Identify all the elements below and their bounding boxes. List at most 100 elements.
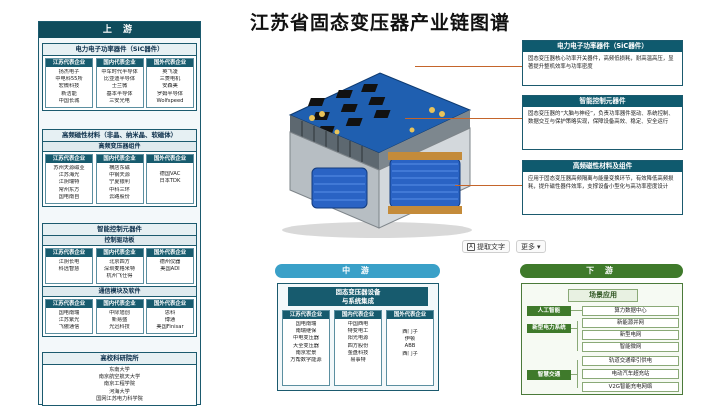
midstream-title-line: 固态变压器设备 xyxy=(335,288,381,296)
company-name: 中电科55所 xyxy=(55,76,83,83)
company-column: 国内代表企业 中车时代半导体 比亚迪半导体 士兰微 基本半导体 三安光电 xyxy=(95,58,144,109)
company-name: 中钢天源 xyxy=(109,172,130,179)
connector-line xyxy=(571,328,577,329)
page-title: 江苏省固态变压器产业链图谱 xyxy=(249,12,510,34)
company-name: 南瑞继保 xyxy=(295,328,317,335)
company-column: 国外代表企业 思科 博通 美国Finisar xyxy=(146,298,194,335)
company-name: 英飞凌 xyxy=(162,69,178,75)
extract-text-label: 提取文字 xyxy=(477,242,505,251)
university-name: 东南大学 xyxy=(109,367,130,373)
downstream-panel: 场景应用 人工智能 新型电力系统 智慧交通 算力数据中心 新能源并网 新型电网 … xyxy=(521,283,683,395)
column-header: 江苏代表企业 xyxy=(283,311,329,319)
university-name: 河海大学 xyxy=(109,388,130,395)
company-name: 四方股份 xyxy=(347,342,369,349)
company-name: 飞傲通信 xyxy=(58,324,80,331)
connector-line xyxy=(571,310,582,311)
extract-text-button[interactable]: A 提取文字 xyxy=(462,240,510,253)
company-name: 新洁能 xyxy=(61,90,77,97)
block-subtitle: 控制驱动板 xyxy=(43,236,196,246)
company-name: 北京四方 xyxy=(109,259,130,265)
company-name: 中科三环 xyxy=(109,186,130,193)
company-name: 万帮数字能源 xyxy=(290,357,322,364)
midstream-panel: 固态变压器设备 与系统集成 江苏代表企业 国电南瑞 南瑞继保 中电变压器 大全变… xyxy=(277,283,439,391)
company-column: 国内代表企业 中国西电 特变电工 阳光电源 四方股份 金盘科技 易事特 xyxy=(334,310,382,386)
company-name: 大全变压器 xyxy=(293,342,319,349)
company-name: 国电南瑞 xyxy=(295,321,317,327)
downstream-header: 下 游 xyxy=(520,264,683,278)
company-name: Wolfspeed xyxy=(156,97,184,104)
scenario-category: 人工智能 xyxy=(527,306,571,316)
company-column: 国外代表企业 德州仪器 美国ADI xyxy=(146,248,194,284)
block-title: 高频磁性材料（非晶、纳米晶、软磁体） xyxy=(43,130,196,142)
company-name: 阳光电源 xyxy=(347,335,369,342)
scenario-category: 智慧交通 xyxy=(527,370,571,380)
company-name: 杭州飞仕得 xyxy=(106,273,133,280)
company-name: 士兰微 xyxy=(111,83,128,90)
company-name: 国电南瑞 xyxy=(58,309,80,316)
scenario-item: 算力数据中心 xyxy=(582,306,679,316)
company-name: 宏微科技 xyxy=(58,83,80,90)
company-name: 江阴瑞特 xyxy=(58,179,80,186)
more-button[interactable]: 更多 ▾ xyxy=(516,240,546,253)
company-name: 南京宏景 xyxy=(295,349,317,356)
company-name: 科远智慧 xyxy=(58,266,80,273)
callout-body: 固态变压器核心功率开关器件，高频低损耗，耐高温高压，显著提升整机效率与功率密度 xyxy=(528,56,674,70)
company-name: 三安光电 xyxy=(109,97,130,104)
image-toolbar: A 提取文字 更多 ▾ xyxy=(462,240,546,253)
column-header: 国内代表企业 xyxy=(96,299,143,308)
company-column: 江苏代表企业 江阴长电 科远智慧 xyxy=(45,248,93,284)
company-name: 基本半导体 xyxy=(106,90,133,97)
company-name: 德国VAC xyxy=(159,171,181,177)
company-name: 光迅科技 xyxy=(109,324,130,331)
chevron-down-icon: ▾ xyxy=(537,242,541,251)
callout-body: 固态变压器的“大脑与神经”，负责功率器件驱动、系统控制、数据交互与保护策略实现，… xyxy=(528,111,674,125)
connector-line xyxy=(455,185,523,186)
company-name: 西门子 xyxy=(402,329,418,335)
scenario-header: 场景应用 xyxy=(568,289,638,302)
callout-sic: 电力电子功率器件（SiC器件） 固态变压器核心功率开关器件，高频低损耗，耐高温高… xyxy=(522,40,683,86)
company-column: 国内代表企业 中际旭创 新易盛 光迅科技 xyxy=(95,298,144,335)
company-name: 国电南自 xyxy=(58,193,80,200)
upstream-block-magnetic: 高频磁性材料（非晶、纳米晶、软磁体） 高频变压器组件 江苏代表企业 苏州天源磁业… xyxy=(42,129,197,208)
company-name: 金盘科技 xyxy=(347,349,369,356)
column-header: 国内代表企业 xyxy=(335,311,381,319)
connector-line xyxy=(415,66,523,67)
company-name: 云路股份 xyxy=(109,193,130,200)
callout-magnetic: 高频磁性材料及组件 应用于固态变压器高频隔离与能量变换环节，有效降低高频损耗，提… xyxy=(522,160,683,215)
company-column: 国外代表企业 西门子 伊顿 ABB 西门子 xyxy=(386,310,434,386)
block-subtitle: 通信模块及软件 xyxy=(43,285,196,297)
block-title: 高校科研院所 xyxy=(43,353,196,365)
column-header: 江苏代表企业 xyxy=(46,299,92,308)
callout-title: 高频磁性材料及组件 xyxy=(523,161,682,172)
company-name: 常州东方 xyxy=(58,186,80,193)
company-column: 国外代表企业 德国VAC 日本TDK xyxy=(146,154,194,205)
upstream-block-control: 智能控制元器件 控制驱动板 江苏代表企业 江阴长电 科远智慧 国内代表企业 北京… xyxy=(42,223,197,338)
connector-line xyxy=(405,118,523,119)
upstream-panel: 上 游 电力电子功率器件（SiC器件） 江苏代表企业 扬杰电子 中电科55所 宏… xyxy=(38,21,201,407)
connector-line xyxy=(571,374,577,375)
column-header: 国外代表企业 xyxy=(147,59,193,67)
upstream-block-sic: 电力电子功率器件（SiC器件） 江苏代表企业 扬杰电子 中电科55所 宏微科技 … xyxy=(42,43,197,112)
company-name: 易事特 xyxy=(350,357,366,364)
company-name: 美国Finisar xyxy=(156,324,184,331)
company-name: 中电变压器 xyxy=(293,335,319,342)
company-name: 伊顿 xyxy=(404,336,416,343)
column-header: 江苏代表企业 xyxy=(46,59,92,67)
column-header: 江苏代表企业 xyxy=(46,249,92,257)
company-name: 三菱电机 xyxy=(159,76,181,83)
company-name: 日本TDK xyxy=(159,178,181,185)
company-name: 江苏紫光 xyxy=(58,316,80,323)
university-name: 南京工程学院 xyxy=(103,381,136,388)
university-name: 国网江苏电力科学院 xyxy=(96,395,143,402)
scenario-item: 电动汽车超充站 xyxy=(582,369,679,379)
company-name: 扬杰电子 xyxy=(58,69,80,75)
scenario-item: 轨道交通牵引供电 xyxy=(582,356,679,366)
company-name: 新易盛 xyxy=(111,316,128,323)
block-title: 智能控制元器件 xyxy=(43,224,196,236)
company-name: 中国长城 xyxy=(58,97,80,104)
company-column: 国外代表企业 英飞凌 三菱电机 安森美 罗姆半导体 Wolfspeed xyxy=(146,58,194,109)
company-name: 罗姆半导体 xyxy=(157,90,183,97)
more-label: 更多 xyxy=(521,242,535,251)
column-header: 国内代表企业 xyxy=(96,249,143,257)
upstream-block-universities: 高校科研院所 东南大学 南京航空航天大学 南京工程学院 河海大学 国网江苏电力科… xyxy=(42,352,197,407)
